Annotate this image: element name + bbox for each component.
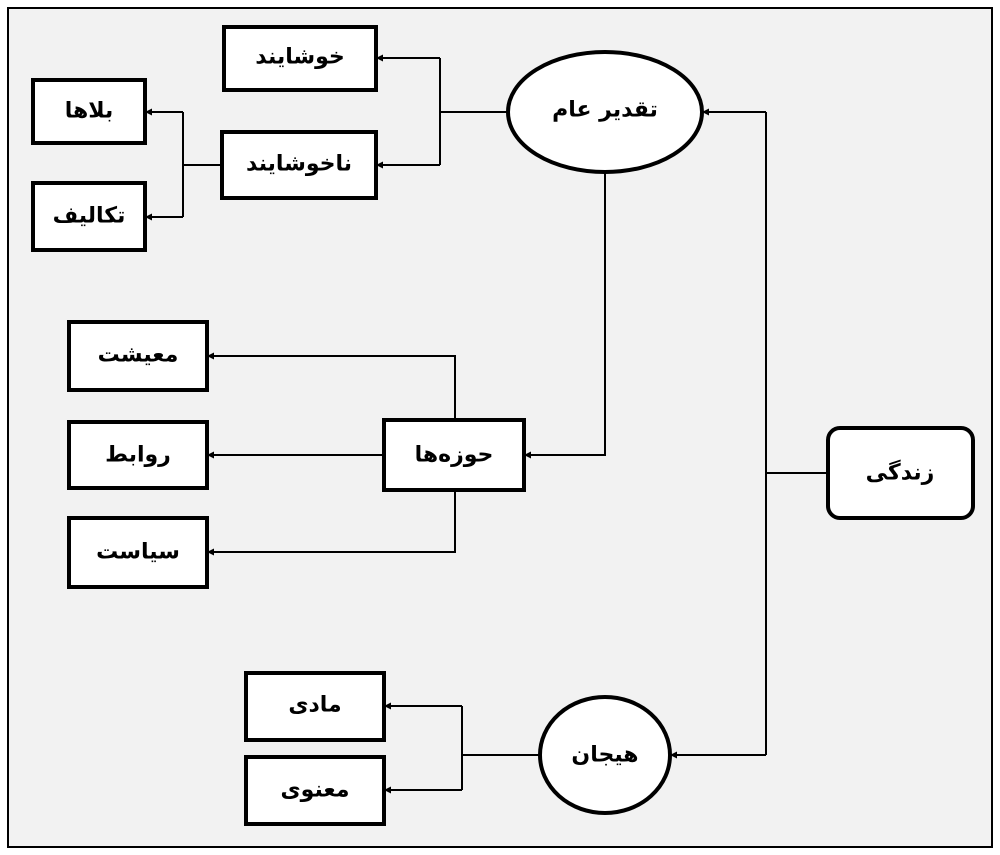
node-label: تکالیف	[53, 204, 126, 229]
node-calamities: بلاها	[31, 78, 147, 145]
node-relations: روابط	[67, 420, 209, 490]
node-label: حوزه‌ها	[415, 443, 494, 468]
node-unpleasant: ناخوشایند	[220, 130, 378, 200]
edge-destiny-domains	[524, 172, 606, 459]
edge-unpleasant-trunk	[182, 112, 222, 217]
edge-emotion-trunk	[461, 706, 540, 790]
edge-domains-livelihood	[207, 352, 456, 420]
node-material: مادی	[244, 671, 386, 742]
edges	[145, 54, 828, 794]
node-pleasant: خوشایند	[222, 25, 378, 92]
node-label: بلاها	[65, 99, 113, 124]
node-label: تقدیر عام	[552, 98, 658, 123]
node-politics: سیاست	[67, 516, 209, 589]
node-emotion: هیجان	[538, 695, 672, 815]
node-label: معنوی	[281, 778, 350, 803]
node-label: خوشایند	[255, 45, 345, 70]
edge-destiny-trunk	[439, 58, 508, 165]
edge-life-trunk	[765, 112, 828, 755]
node-label: ناخوشایند	[246, 152, 352, 177]
node-life: زندگی	[826, 426, 975, 520]
node-general-destiny: تقدیر عام	[506, 50, 704, 174]
node-label: سیاست	[96, 540, 180, 565]
node-label: هیجان	[571, 743, 638, 768]
node-domains: حوزه‌ها	[382, 418, 526, 492]
node-spiritual: معنوی	[244, 755, 386, 826]
node-label: روابط	[105, 443, 171, 468]
node-label: معیشت	[98, 343, 179, 368]
node-label: مادی	[288, 693, 341, 718]
node-duties: تکالیف	[31, 181, 147, 252]
edge-domains-politics	[207, 490, 456, 556]
node-label: زندگی	[866, 459, 935, 486]
node-livelihood: معیشت	[67, 320, 209, 392]
